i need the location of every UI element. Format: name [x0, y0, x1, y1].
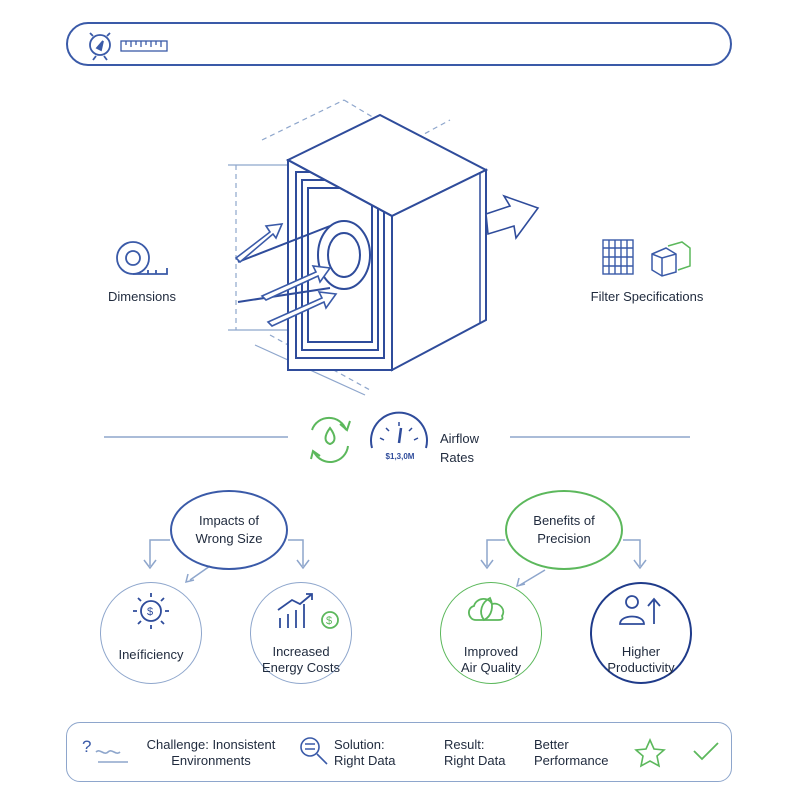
star-icon	[634, 738, 666, 768]
airflow-label-line1: Airflow	[440, 431, 480, 446]
gauge-icon	[370, 411, 428, 449]
benefits-title: Benefits of Precision	[505, 490, 623, 570]
productivity-line1: Higher	[621, 644, 661, 659]
tape-measure-icon	[116, 241, 168, 275]
impacts-title-line1: Impacts of	[199, 513, 259, 528]
svg-text:?: ?	[82, 737, 91, 756]
energy-costs-line1: Increased	[272, 644, 330, 659]
air-quality-line2: Air Quality	[461, 660, 521, 675]
productivity-line2: Productivity	[607, 660, 675, 675]
benefits-title-line2: Precision	[537, 531, 591, 546]
inefficiency-label: Ineíficiency	[118, 647, 184, 662]
result-line2: Right Data	[444, 753, 506, 768]
airflow-arrows	[234, 194, 540, 327]
airflow-rates-label: Airflow Rates	[440, 431, 496, 466]
solution-text: Solution: Right Data	[334, 737, 404, 769]
air-quality-line1: Improved	[463, 644, 519, 659]
question-wave-icon: ?	[82, 737, 128, 763]
magnifier-list-icon	[300, 737, 328, 765]
result-line1: Result:	[444, 737, 485, 752]
impacts-connectors	[143, 539, 310, 584]
filter-grid-icon	[602, 239, 634, 275]
solution-line1: Solution:	[334, 737, 385, 752]
better-line2: Performance	[534, 753, 609, 768]
air-handler-cube	[237, 113, 489, 372]
benefits-connectors	[480, 539, 647, 588]
challenge-text: Challenge: Inonsistent Environments	[136, 737, 286, 769]
energy-costs-line2: Energy Costs	[261, 660, 341, 675]
challenge-line2: Environments	[171, 753, 251, 768]
top-search-bar	[66, 22, 732, 66]
productivity-node: Higher Productivity	[590, 582, 692, 684]
checkmark-icon	[693, 742, 719, 761]
energy-costs-node: Increased Energy Costs	[250, 582, 352, 684]
ruler-icon	[120, 40, 168, 52]
result-text: Result: Right Data	[444, 737, 514, 769]
gauge-readout: $1,3,0M	[385, 452, 415, 461]
dimensions-label: Dimensions	[108, 289, 176, 304]
impacts-title: Impacts of Wrong Size	[170, 490, 288, 570]
inefficiency-node: Ineíficiency	[100, 582, 202, 684]
recycle-icon	[310, 416, 351, 463]
compass-icon	[89, 32, 111, 61]
benefits-title-line1: Benefits of	[533, 513, 595, 528]
better-line1: Better	[534, 737, 569, 752]
solution-line2: Right Data	[334, 753, 396, 768]
summary-bar	[66, 722, 732, 782]
air-quality-node: Improved Air Quality	[440, 582, 542, 684]
better-text: Better Performance	[534, 737, 614, 769]
filter-specifications-label: Filter Specifications	[590, 289, 704, 304]
airflow-label-line2: Rates	[440, 450, 474, 465]
challenge-line1: Challenge: Inonsistent	[146, 737, 276, 752]
impacts-title-line2: Wrong Size	[195, 531, 263, 546]
filter-cube-icon	[651, 241, 691, 277]
